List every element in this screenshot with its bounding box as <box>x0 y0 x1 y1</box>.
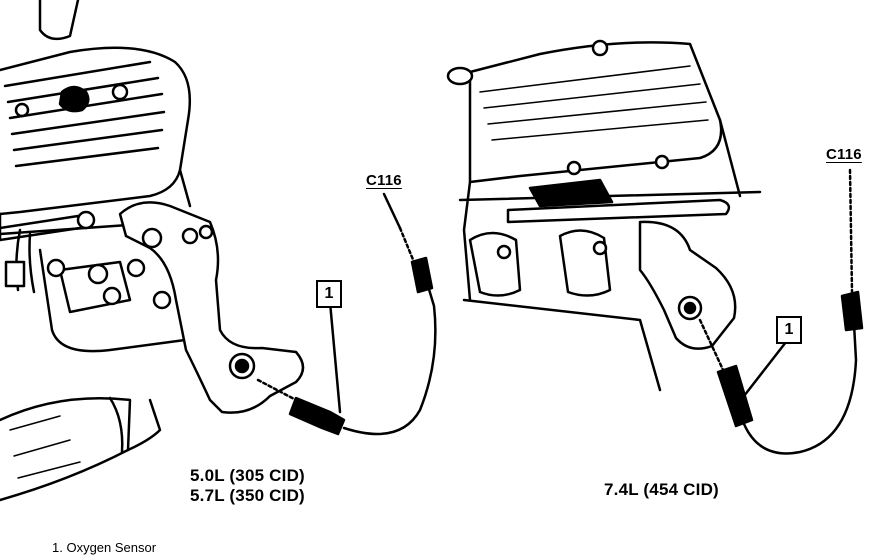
right-caption: 7.4L (454 CID) <box>604 480 719 499</box>
legend-item: 1. Oxygen Sensor <box>52 540 157 555</box>
left-connector-label: C116 <box>366 172 402 189</box>
left-engine-illustration <box>0 0 437 502</box>
right-engine-illustration <box>446 39 864 455</box>
right-callout-badge: 1 <box>776 316 802 344</box>
left-callout-badge: 1 <box>316 280 342 308</box>
left-caption-line2: 5.7L (350 CID) <box>190 486 305 505</box>
left-caption-line1: 5.0L (305 CID) <box>190 466 305 485</box>
right-connector-label: C116 <box>826 146 862 163</box>
